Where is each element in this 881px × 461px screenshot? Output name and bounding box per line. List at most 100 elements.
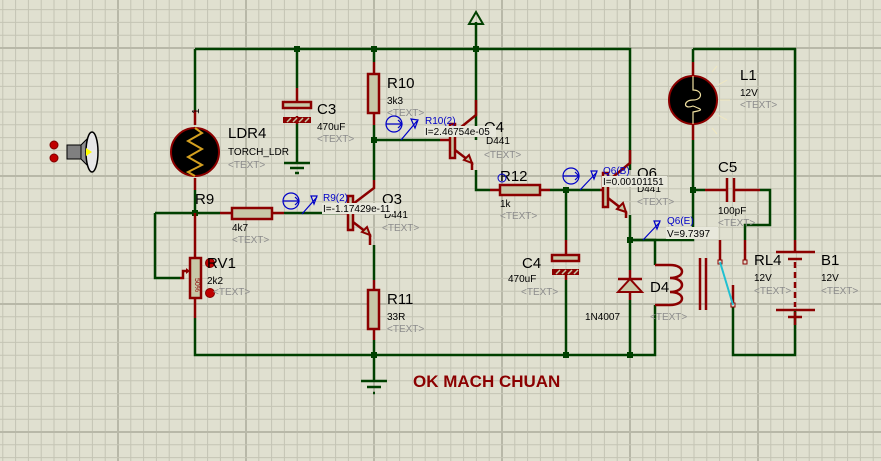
b1-component[interactable]: B1 12V <TEXT> — [776, 240, 858, 325]
l1-text: <TEXT> — [740, 100, 777, 111]
q6-component[interactable]: Q6 D441 <TEXT> — [600, 150, 674, 218]
probe-q6e-reading: V=9.7397 — [667, 229, 711, 240]
r12-component[interactable]: R12 1k <TEXT> — [490, 168, 550, 222]
r10-component[interactable]: R10 3k3 <TEXT> — [366, 62, 424, 125]
r11-body — [366, 288, 381, 331]
b1-value: 12V — [821, 273, 839, 284]
wire-lamp-loop[interactable] — [691, 47, 797, 240]
r11-name: R11 — [387, 291, 413, 308]
wire-relay-bottom[interactable] — [731, 305, 797, 357]
ldr4-name: LDR4 — [228, 125, 266, 142]
wires — [153, 22, 797, 380]
rv1-decrement-button[interactable] — [205, 288, 215, 298]
relay-contact-icon — [719, 261, 734, 306]
r10-text: <TEXT> — [387, 108, 424, 119]
rv1-increment-button[interactable] — [205, 258, 215, 268]
rl4-component[interactable]: RL4 12V <TEXT> — [655, 240, 791, 310]
d4-value: 1N4007 — [585, 312, 620, 323]
c4-text: <TEXT> — [521, 287, 558, 298]
power-terminal[interactable] — [467, 10, 485, 25]
relay-coil-icon — [669, 263, 684, 307]
c3-plate-plus — [281, 100, 313, 110]
q6-value: D441 — [637, 184, 661, 195]
probe-r10-reading: I=2.46754e-05 — [425, 127, 490, 138]
c5-value: 100pF — [718, 206, 746, 217]
ldr4-pin1-label: 1 — [191, 108, 202, 114]
q3-value: D441 — [384, 210, 408, 221]
r11-value: 33R — [387, 312, 405, 323]
probe-r9-reading: I=-1.17429e-11 — [323, 204, 391, 215]
wire-lamp-down[interactable] — [630, 140, 695, 242]
probe-q6e-label: Q6(E) — [667, 216, 694, 227]
b1-name: B1 — [821, 252, 839, 269]
d4-component[interactable]: D4 1N4007 <TEXT> — [585, 270, 687, 323]
probe-q6b[interactable]: Q6(B) I=0.00101151 — [562, 166, 667, 191]
b1-text: <TEXT> — [821, 286, 858, 297]
c4-component[interactable]: C4 470uF <TEXT> — [508, 240, 581, 298]
r12-text: <TEXT> — [500, 211, 537, 222]
c4-name: C4 — [522, 255, 541, 272]
schematic-title: OK MACH CHUAN — [413, 372, 560, 391]
wire-q4-r12[interactable] — [474, 170, 490, 192]
probe-q6b-reading: I=0.00101151 — [603, 177, 664, 188]
c3-text: <TEXT> — [317, 134, 354, 145]
wire-rv1-loop[interactable] — [153, 213, 180, 280]
ground-icon — [284, 161, 310, 175]
probe-r9-label: R9(2) — [323, 193, 348, 204]
l1-name: L1 — [740, 67, 757, 84]
speaker-pin-plus — [49, 140, 59, 150]
power-arrow-icon — [467, 10, 485, 25]
rv1-name: RV1 — [207, 255, 236, 272]
r10-name: R10 — [387, 75, 415, 92]
q4-value: D441 — [486, 136, 510, 147]
probe-q6b-label: Q6(B) — [603, 166, 630, 177]
r12-body — [498, 183, 542, 197]
r9-text: <TEXT> — [232, 235, 269, 246]
q6-text: <TEXT> — [637, 197, 674, 208]
c5-name: C5 — [718, 159, 737, 176]
rv1-wiper-percent: 50% — [193, 278, 200, 292]
speaker-pin-minus — [49, 153, 59, 163]
rv1-value: 2k2 — [207, 276, 224, 287]
wire-top-rail[interactable] — [195, 47, 632, 170]
ldr4-value: TORCH_LDR — [228, 147, 289, 158]
c4-plate-minus — [552, 269, 579, 275]
rl4-value: 12V — [754, 273, 772, 284]
rv1-component[interactable]: 50% RV1 2k2 <TEXT> — [180, 213, 250, 318]
probe-r9[interactable]: R9(2) I=-1.17429e-11 — [282, 192, 394, 215]
l1-value: 12V — [740, 88, 758, 99]
c3-component[interactable]: C3 470uF <TEXT> — [281, 88, 354, 175]
q4-text: <TEXT> — [484, 150, 521, 161]
r10-body — [366, 72, 381, 115]
c4-value: 470uF — [508, 274, 536, 285]
c4-plate-plus — [550, 253, 581, 263]
probe-r10[interactable]: R10(2) I=2.46754e-05 — [385, 115, 496, 141]
l1-component[interactable]: L1 12V <TEXT> — [668, 62, 777, 140]
r9-component[interactable]: R9 4k7 <TEXT> — [195, 191, 284, 246]
ground-icon — [361, 379, 387, 395]
c3-name: C3 — [317, 101, 336, 118]
ldr4-text: <TEXT> — [228, 160, 265, 171]
probe-r10-label: R10(2) — [425, 116, 456, 127]
c5-component[interactable]: C5 100pF <TEXT> — [705, 159, 760, 229]
c3-plate-minus — [283, 117, 311, 123]
probe-q6e[interactable]: Q6(E) V=9.7397 — [642, 216, 718, 241]
speaker-icon — [66, 144, 82, 160]
r11-text: <TEXT> — [387, 324, 424, 335]
d4-text: <TEXT> — [650, 312, 687, 323]
r9-value: 4k7 — [232, 223, 249, 234]
speaker-component[interactable] — [49, 131, 99, 173]
d4-name: D4 — [650, 279, 669, 296]
battery-icon — [776, 250, 815, 319]
r12-name: R12 — [500, 168, 528, 185]
c5-text: <TEXT> — [718, 218, 755, 229]
q3-text: <TEXT> — [382, 223, 419, 234]
r11-component[interactable]: R11 33R <TEXT> — [361, 280, 424, 395]
diode-icon — [615, 277, 645, 293]
c3-value: 470uF — [317, 122, 345, 133]
ldr4-component[interactable]: 1 LDR4 TORCH_LDR <TEXT> — [170, 108, 289, 190]
rl4-text: <TEXT> — [754, 286, 791, 297]
wire-rv1-down[interactable] — [193, 318, 630, 357]
r9-body — [230, 206, 274, 221]
